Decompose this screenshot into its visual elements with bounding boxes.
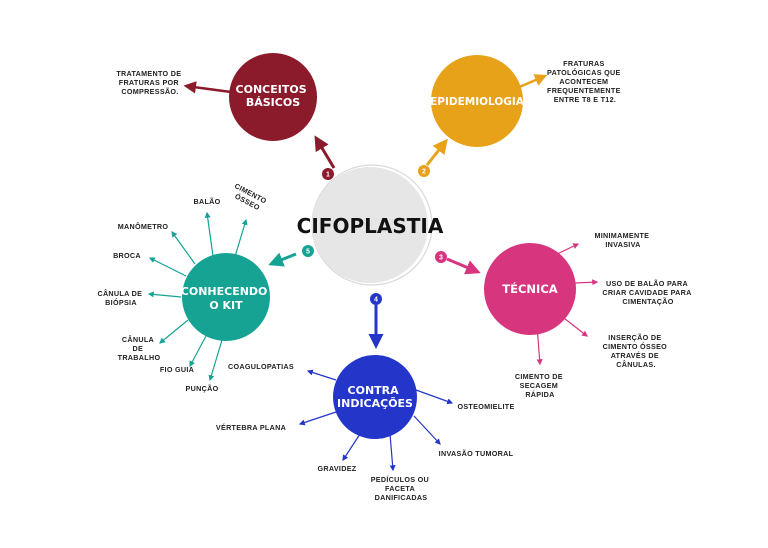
svg-text:2: 2 [422,169,426,176]
leaf-contra-1: COAGULOPATIAS [228,362,294,371]
node-kit-label: CONHECENDO O KIT [181,285,271,312]
leaf-conceitos-1: TRATAMENTO DE FRATURAS POR COMPRESSÃO. [116,69,183,96]
leaf-tecnica-3: INSERÇÃO DE CIMENTO ÓSSEO ATRAVÉS DE CÂN… [603,333,670,369]
leaf-kit-8: PUNÇÃO [186,384,219,393]
branch-kit-1 [204,211,214,257]
svg-text:1: 1 [326,172,330,179]
branch-contra-3 [413,415,441,445]
leaf-kit-2: CIMENTO ÓSSEO [229,181,271,214]
node-epidemiologia [431,55,523,147]
badge-5: 5 [302,245,314,257]
branch-kit-2 [233,218,248,261]
branch-contra-6 [298,411,337,426]
branch-contra-2 [415,389,454,405]
leaf-contra-2: OSTEOMIELITE [457,402,514,411]
svg-text:3: 3 [439,255,443,262]
branch-kit-8 [208,339,223,382]
node-conceitos [229,53,317,141]
arrow-kit [268,252,297,267]
arrow-tecnica [446,257,481,275]
leaf-contra-6: VÉRTEBRA PLANA [216,423,286,432]
svg-text:5: 5 [306,249,310,256]
leaf-contra-3: INVASÃO TUMORAL [439,449,514,458]
center-title: CIFOPLASTIA [297,214,444,238]
node-tecnica [484,243,576,335]
badge-4: 4 [370,293,382,305]
leaf-kit-1: BALÃO [193,197,220,206]
arrow-epidemiologia [425,138,448,166]
node-epidemiologia-label: EPIDEMIOLOGIA [430,96,525,108]
branch-epidemiologia-1 [516,74,548,90]
branch-contra-1 [306,369,337,381]
branch-kit-5 [147,291,182,298]
leaf-kit-6: CÂNULA DE TRABALHO [118,335,161,362]
node-tecnica-label: TÉCNICA [502,281,557,296]
svg-text:4: 4 [374,297,378,304]
leaf-tecnica-1: MINIMAMENTE INVASIVA [594,231,651,249]
leaf-tecnica-2: USO DE BALÃO PARA CRIAR CAVIDADE PARA CI… [602,279,693,306]
center-circle [312,167,428,283]
leaf-tecnica-4: CIMENTO DE SECAGEM RÁPIDA [515,372,565,399]
branch-kit-4 [148,257,187,277]
leaf-kit-7: FIO GUIA [160,365,194,374]
branch-contra-4 [389,433,396,472]
leaf-contra-4: PEDÍCULOS OU FACETA DANIFICADAS [371,475,432,502]
leaf-kit-4: BROCA [113,251,141,260]
badge-3: 3 [435,251,447,263]
branch-kit-3 [171,231,196,265]
branch-kit-6 [159,319,189,344]
leaf-kit-3: MANÔMETRO [118,222,169,231]
branch-conceitos-1 [183,81,232,94]
node-kit [182,253,270,341]
node-contra-label: CONTRA INDICAÇÕES [337,384,413,410]
badge-1: 1 [322,168,334,180]
leaf-kit-5: CÂNULA DE BIÓPSIA [97,289,144,307]
node-conceitos-label: CONCEITOS BÁSICOS [236,83,311,109]
branch-kit-7 [189,335,207,368]
badge-2: 2 [418,165,430,177]
leaf-contra-5: GRAVIDEZ [317,464,356,473]
node-contra [333,355,417,439]
branch-tecnica-2 [574,279,599,286]
arrow-conceitos [314,135,336,169]
branch-contra-5 [342,433,361,462]
leaf-epidemiologia-1: FRATURAS PATOLÓGICAS QUE ACONTECEM FREQU… [547,59,623,104]
